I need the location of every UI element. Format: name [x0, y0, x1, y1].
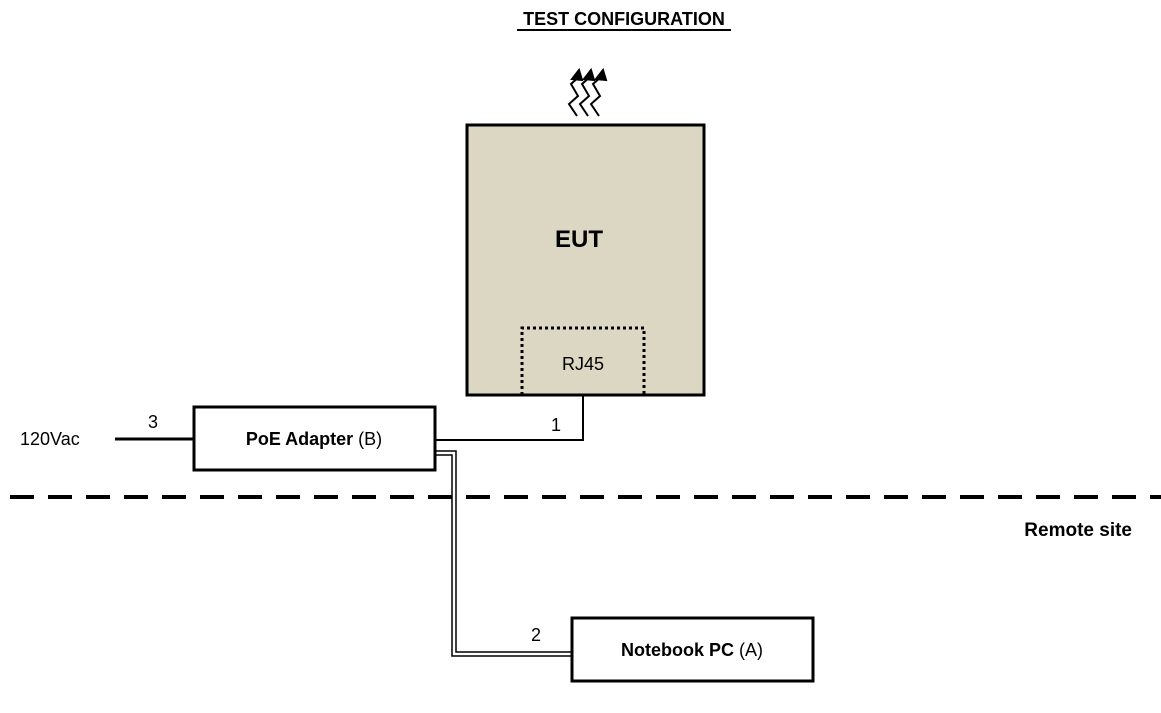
diagram-title: TEST CONFIGURATION [523, 9, 725, 29]
poe-adapter-name: PoE Adapter [246, 429, 353, 449]
eut-label: EUT [555, 226, 603, 253]
poe-adapter-box [192, 405, 437, 472]
notebook-pc-name: Notebook PC [621, 640, 734, 660]
cable-2-line-outer [435, 450, 572, 653]
wireless-emission-icon [567, 67, 608, 117]
cable-2-line-inner [435, 454, 572, 657]
poe-adapter-label: PoE Adapter (B) [246, 429, 382, 449]
eut-box [465, 123, 706, 397]
cable-1-line [435, 395, 584, 441]
rj45-port-label: RJ45 [562, 354, 604, 374]
cable-2-label: 2 [531, 625, 541, 645]
poe-adapter-designator: (B) [353, 429, 382, 449]
notebook-pc-designator: (A) [734, 640, 763, 660]
cable-1-label: 1 [551, 415, 561, 435]
notebook-pc-label: Notebook PC (A) [621, 640, 763, 660]
power-source-label: 120Vac [20, 429, 80, 449]
rj45-port-outline [520, 326, 646, 395]
remote-site-label: Remote site [1024, 520, 1132, 541]
cable-3-label: 3 [148, 412, 158, 432]
notebook-pc-box [570, 616, 815, 683]
